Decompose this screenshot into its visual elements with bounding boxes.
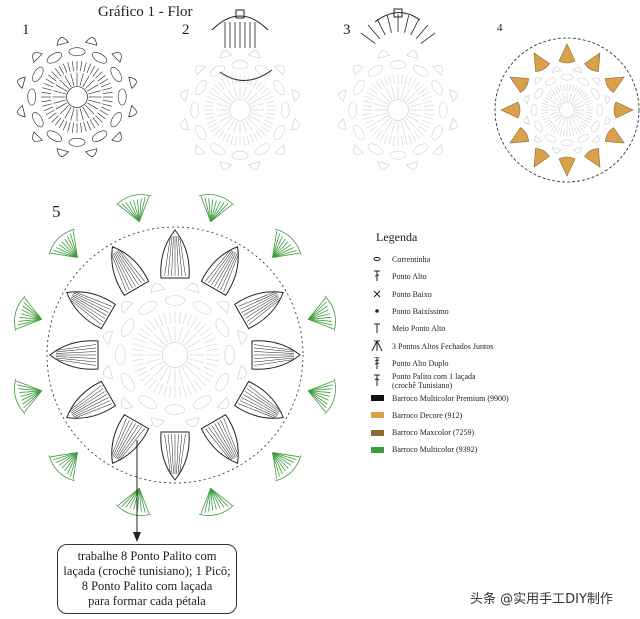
step-number-1: 1 [22,22,30,38]
legend-color-label: Barroco Multicolor (9392) [392,445,478,455]
half-double-crochet-icon [368,322,386,335]
legend-color-item: Barroco Decore (912) [368,407,638,424]
legend-item-label: Correntinha [392,255,431,265]
note-line: 8 Ponto Palito com laçada [81,579,213,593]
legend-color-label: Barroco Decore (912) [392,410,463,420]
legend-item: Ponto Baixíssimo [368,303,638,320]
legend-color-label: Barroco Multicolor Premium (9900) [392,393,509,403]
legend-color-item: Barroco Multicolor Premium (9900) [368,389,638,406]
legend-item-label: 3 Pontos Altos Fechados Juntos [392,341,494,351]
legend-item: Correntinha [368,251,638,268]
legend-color-item: Barroco Multicolor (9392) [368,441,638,458]
legend-item-label: Ponto Baixo [392,289,432,299]
watermark: 头条 @实用手工DIY制作 [470,592,613,607]
single-crochet-icon [368,288,386,301]
double-crochet-icon [368,270,386,283]
legend-item: Ponto Palito com 1 laçada(crochê Tunisia… [368,371,638,390]
legend-item-label: Meio Ponto Alto [392,324,446,334]
chain-icon [368,253,386,266]
legend-item: Ponto Baixo [368,286,638,303]
color-swatch-icon [368,429,386,436]
color-swatch-icon [368,412,386,419]
note-line: trabalhe 8 Ponto Palito com [77,549,217,563]
legend-item-label: Ponto Baixíssimo [392,307,449,317]
note-line: para formar cada pétala [88,594,206,608]
legend-color-label: Barroco Maxcolor (7259) [392,428,475,438]
note-line: laçada (crochê tunisiano); 1 Picô; [63,564,231,578]
legend-item: Meio Ponto Alto [368,320,638,337]
diagram-step-5-group [14,194,336,542]
legend-item: Ponto Alto Duplo [368,355,638,372]
dc3tog-icon [368,340,386,353]
tunisian-stick-icon [368,374,386,387]
legend-item-label: Ponto Alto Duplo [392,358,449,368]
step-number-2: 2 [182,22,190,38]
diagram-step-2-group [180,9,300,170]
chart-title: Gráfico 1 - Flor [98,4,193,20]
step-number-5: 5 [52,202,61,221]
legend-title: Legenda [376,230,418,244]
legend-item: 3 Pontos Altos Fechados Juntos [368,337,638,354]
legend-item: Ponto Alto [368,268,638,285]
diagram-step-4-group [494,37,640,183]
legend-item-label: Ponto Palito com 1 laçada(crochê Tunisia… [392,371,476,390]
color-swatch-icon [368,395,386,402]
slip-stitch-icon [368,305,386,318]
diagram-step-1-group [17,37,137,157]
instruction-note: trabalhe 8 Ponto Palito com laçada (croc… [57,544,237,614]
legend-item-label: Ponto Alto [392,272,427,282]
diagram-step-3-group [338,8,458,170]
legend-color-item: Barroco Maxcolor (7259) [368,424,638,441]
step-number-3: 3 [343,22,351,38]
treble-crochet-icon [368,356,386,370]
color-swatch-icon [368,446,386,453]
step-number-4: 4 [497,22,503,34]
